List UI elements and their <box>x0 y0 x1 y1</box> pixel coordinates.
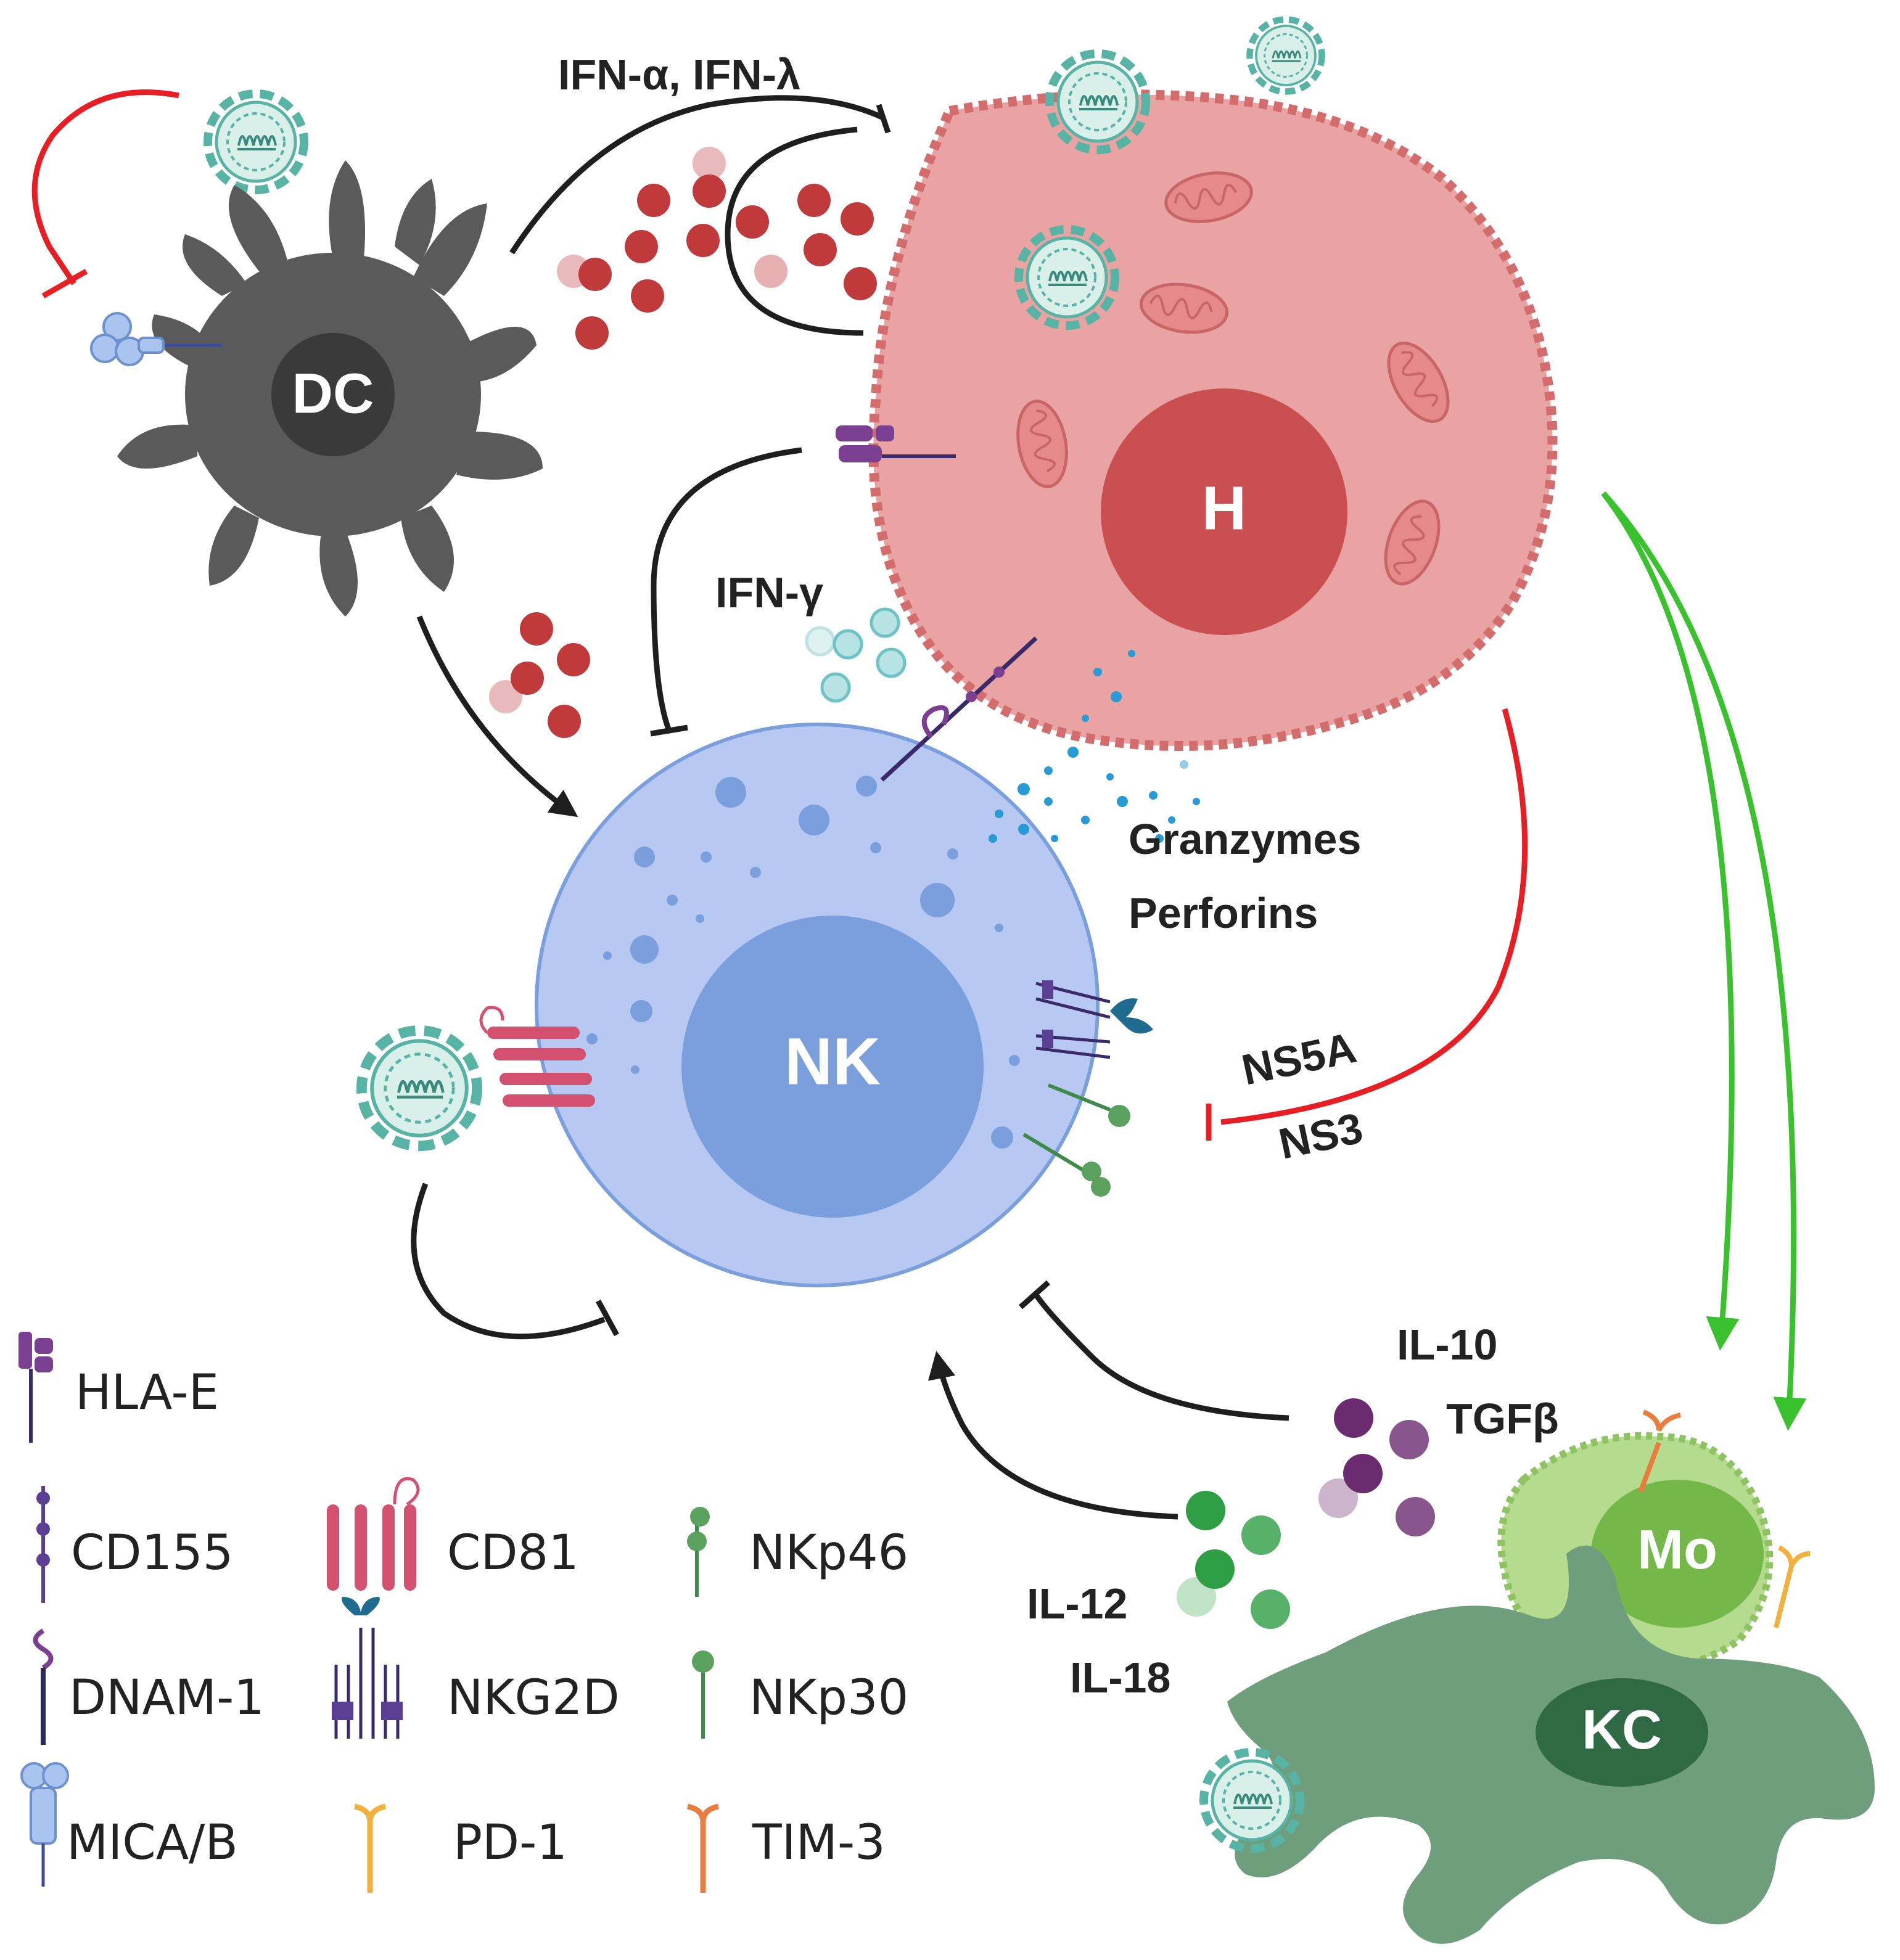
virus-inhibits-dc-arrow <box>31 89 179 285</box>
ifn-loop-arrow <box>725 126 864 336</box>
granzymes-label: Granzymes <box>1129 815 1361 863</box>
ifn-gamma-label: IFN-γ <box>715 568 823 617</box>
ifn-alpha-lambda-label: IFN-α, IFN-λ <box>558 51 800 99</box>
legend-item-nkp46: NKp46 <box>687 1507 908 1597</box>
legend-label: CD155 <box>71 1525 233 1581</box>
legend-item-mica-b: MICA/B <box>20 1762 238 1887</box>
hla-e-inhibits-nk-arrow <box>651 447 802 732</box>
granzyme-perforin-particles <box>989 650 1200 843</box>
legend-item-nkg2d: NKG2D <box>332 1597 620 1739</box>
il10-tgfb-inhibits-nk-arrow <box>1034 1293 1289 1421</box>
ifn-cytokines <box>557 147 877 350</box>
nk-nucleus <box>681 916 984 1218</box>
perforins-label: Perforins <box>1129 889 1318 937</box>
ifn-arc-arrow <box>509 95 883 255</box>
virus-icon <box>208 94 304 190</box>
nk-label: NK <box>784 1024 881 1099</box>
nkg2d-receptor-cluster <box>1035 980 1153 1059</box>
legend-label: DNAM-1 <box>69 1670 265 1726</box>
dc-activates-nk-arrow <box>416 615 578 818</box>
dc-cytokines <box>489 612 590 738</box>
il10-label: IL-10 <box>1397 1321 1497 1369</box>
nk-cell: NK <box>535 723 1100 1287</box>
hla-e-icon <box>19 1332 53 1443</box>
legend-item-tim3: TIM-3 <box>686 1803 886 1893</box>
legend-label: NKp46 <box>749 1525 908 1581</box>
nkp30-icon <box>692 1650 714 1739</box>
il12-label: IL-12 <box>1027 1580 1127 1628</box>
legend-item-cd81: CD81 <box>327 1477 579 1591</box>
legend-label: MICA/B <box>67 1815 238 1871</box>
nkp46-icon <box>687 1507 710 1597</box>
dnam1-cd155-interaction <box>880 636 1038 782</box>
tim3-icon <box>1638 1409 1681 1493</box>
legend-item-hla-e: HLA-E <box>19 1332 219 1443</box>
tim3-icon <box>686 1803 720 1893</box>
dnam1-icon <box>33 1628 54 1745</box>
mica-b-icon <box>90 312 222 366</box>
cd81-receptor <box>479 1006 595 1107</box>
virus-icon <box>1250 20 1322 92</box>
nkp46-receptor <box>1022 1083 1130 1197</box>
legend-label: TIM-3 <box>752 1815 886 1871</box>
dendritic-cell: DC <box>117 160 543 617</box>
legend-item-dnam1: DNAM-1 <box>33 1628 265 1745</box>
il18-label: IL-18 <box>1070 1654 1170 1702</box>
cd81-icon <box>327 1477 420 1591</box>
mica-b-icon <box>20 1762 69 1887</box>
hepatocyte-label: H <box>1202 474 1246 543</box>
legend-item-nkp30: NKp30 <box>692 1650 908 1739</box>
legend-label: PD-1 <box>453 1815 567 1871</box>
hepatocyte-cell: H <box>836 89 1558 751</box>
kupffer-label: KC <box>1582 1699 1662 1761</box>
hepatocyte-to-monocyte-arrow <box>1601 491 1740 1351</box>
legend-item-pd1: PD-1 <box>353 1803 567 1893</box>
hepatocyte-to-kc-arrow <box>1601 491 1807 1431</box>
ifn-gamma-cytokines <box>805 607 907 703</box>
monocyte-label: Mo <box>1637 1519 1717 1581</box>
pd1-icon <box>1774 1545 1811 1628</box>
tgfb-label: TGFβ <box>1446 1395 1559 1443</box>
legend-item-cd155: CD155 <box>36 1486 233 1603</box>
virus-inhibits-nk-arrow <box>411 1183 606 1340</box>
virus-icon <box>361 1030 477 1146</box>
legend-label: NKp30 <box>749 1670 908 1726</box>
kupffer-cell: KC <box>1227 1545 1875 1944</box>
il12-il18-activates-nk-arrow <box>928 1351 1178 1520</box>
legend-label: CD81 <box>447 1525 579 1581</box>
legend-label: NKG2D <box>447 1670 620 1726</box>
ns5a-ns3-inhibits-nk-arrow <box>1220 708 1528 1125</box>
pd1-icon <box>353 1803 387 1893</box>
nkg2d-icon <box>332 1597 403 1739</box>
ns5a-label: NS5A <box>1238 1023 1360 1094</box>
il10-tgfb-cytokines <box>1318 1398 1435 1536</box>
dc-label: DC <box>292 362 374 425</box>
legend: HLA-E CD155 CD81 <box>19 1332 908 1893</box>
il12-il18-cytokines <box>1177 1491 1290 1629</box>
hepatocyte-nucleus <box>1101 388 1347 635</box>
legend-label: HLA-E <box>75 1365 219 1421</box>
cd155-icon <box>36 1486 50 1603</box>
hla-e-icon <box>836 425 956 462</box>
